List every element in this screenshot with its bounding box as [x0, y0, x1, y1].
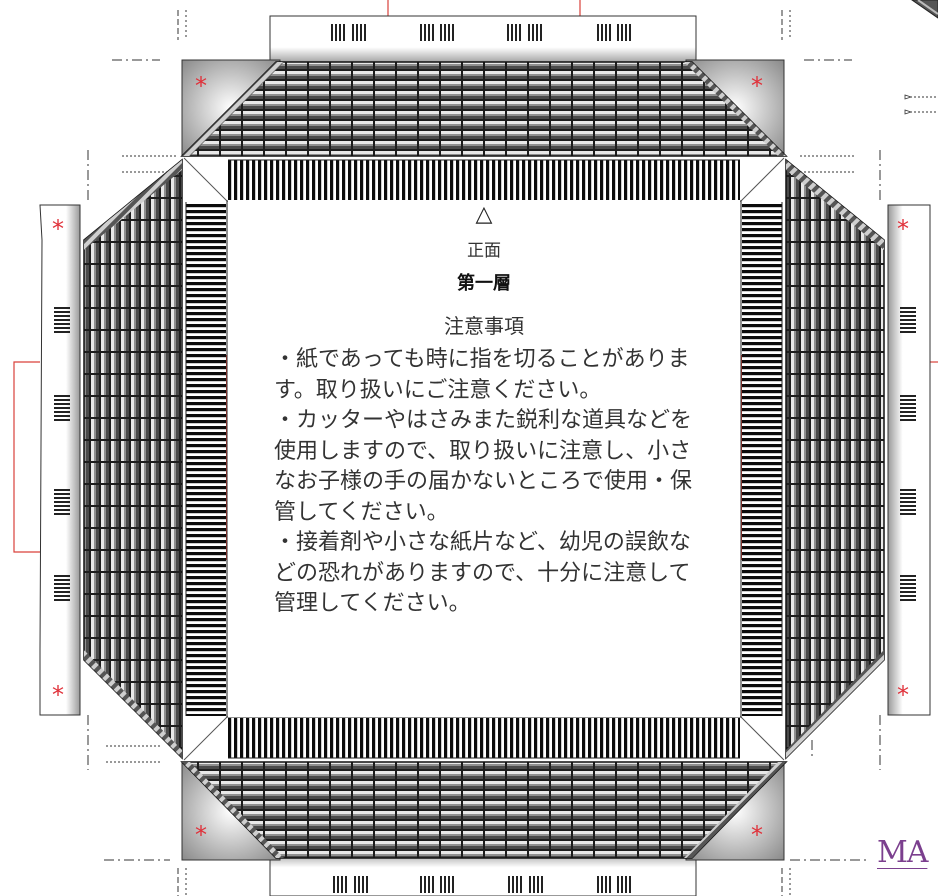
caution-list: ・紙であっても時に指を切ることがあります。取り扱いにご注意ください。 ・カッター… [274, 345, 704, 620]
direction-triangle-icon: △ [475, 202, 493, 227]
glue-mark-top-right: * [751, 72, 763, 100]
facing-label: 正面 [467, 241, 501, 261]
caution-title: 注意事項 [444, 314, 524, 338]
glue-mark-right-top: * [897, 215, 909, 243]
top-glue-tab [269, 15, 697, 65]
fold-guides [87, 10, 938, 896]
bottom-glue-tab [269, 851, 697, 896]
caution-item: ・紙であっても時に指を切ることがあります。取り扱いにご注意ください。 [274, 347, 690, 403]
caution-item: ・接着剤や小さな紙片など、幼児の誤飲などの恐れがありますので、十分に注意して管理… [274, 530, 691, 616]
glue-mark-top-left: * [195, 72, 207, 100]
glue-mark-bottom-right: * [751, 821, 763, 849]
glue-mark-left-bottom: * [52, 681, 64, 709]
glue-mark-right-bottom: * [897, 681, 909, 709]
glue-mark-bottom-left: * [195, 821, 207, 849]
roof-tiles-left [83, 158, 183, 760]
caution-panel: △ 正面 第一層 注意事項 ・紙であっても時に指を切ることがあります。取り扱いに… [228, 200, 740, 717]
glue-mark-left-top: * [52, 215, 64, 243]
right-glue-tab [887, 204, 931, 716]
roof-tiles-right [785, 158, 885, 760]
roof-tiles-bottom [180, 761, 788, 859]
caution-item: ・カッターやはさみまた鋭利な道具などを使用しますので、取り扱いに注意し、小さなお… [274, 408, 693, 525]
right-edge-fragments [911, 0, 938, 19]
brand-text: MA [877, 835, 928, 870]
roof-tiles-top [180, 61, 788, 157]
layer-label: 第一層 [457, 273, 511, 294]
left-glue-tab [39, 204, 81, 716]
